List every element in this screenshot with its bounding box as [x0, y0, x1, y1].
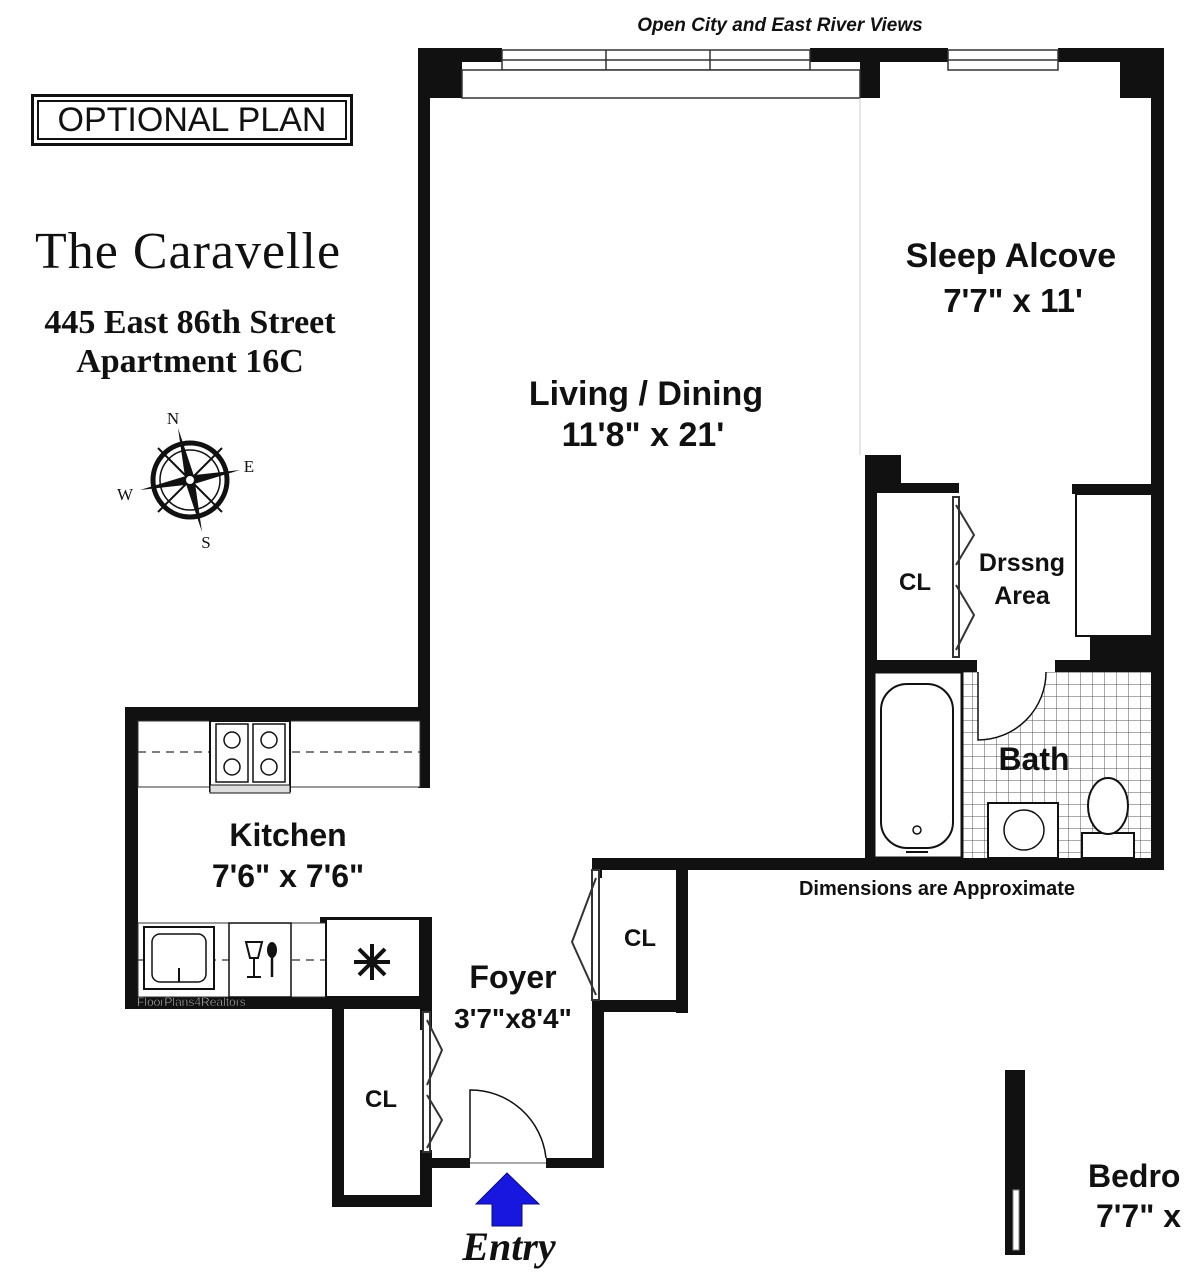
entry-arrow-icon: [474, 1172, 541, 1227]
sink-icon: [987, 802, 1059, 859]
apartment-number: Apartment 16C: [76, 343, 304, 380]
closet-bifold-door: [952, 496, 976, 658]
dressing-area-line2: Area: [994, 582, 1051, 610]
foyer-name: Foyer: [469, 959, 556, 995]
optional-plan-text: OPTIONAL PLAN: [37, 100, 347, 140]
dishwasher-icon: [228, 922, 292, 998]
dimensions-note: Dimensions are Approximate: [799, 878, 1075, 900]
window-left: [501, 49, 811, 71]
sleep-alcove-dims: 7'7" x 11': [943, 282, 1083, 319]
foyer-closet-bifold-door: [570, 869, 600, 1001]
compass-rose-icon: [140, 428, 240, 532]
entry-door-swing: [469, 1089, 547, 1159]
dressing-wardrobe: [1075, 493, 1153, 637]
stove-icon: [209, 720, 291, 794]
living-room-dims: 11'8" x 21': [562, 416, 725, 454]
kitchen-name: Kitchen: [229, 817, 346, 853]
compass-west: W: [117, 485, 134, 504]
bath-label: Bath: [998, 741, 1069, 777]
refrigerator-icon: [325, 918, 421, 998]
compass-south: S: [201, 533, 210, 552]
walls: [125, 48, 1164, 1255]
compass-east: E: [244, 457, 254, 476]
sleep-alcove-name: Sleep Alcove: [906, 237, 1116, 275]
bath-door-swing: [977, 671, 1047, 741]
window-sill-left: [461, 69, 861, 99]
foyer-closet-label: CL: [624, 925, 656, 952]
bedroom-partial-dims: 7'7" x: [1096, 1198, 1181, 1234]
optional-plan-label: OPTIONAL PLAN: [31, 94, 353, 146]
building-address: 445 East 86th Street: [44, 304, 336, 341]
kitchen-dims: 7'6" x 7'6": [212, 858, 364, 894]
bedroom-partial-name: Bedro: [1088, 1158, 1180, 1194]
dressing-closet-label: CL: [899, 569, 931, 596]
toilet-icon: [1081, 777, 1135, 859]
living-room-name: Living / Dining: [529, 375, 763, 413]
watermark: FloorPlans4Realtors: [137, 995, 246, 1009]
building-name: The Caravelle: [35, 223, 341, 280]
entry-label: Entry: [461, 1224, 556, 1269]
entry-closet-label: CL: [365, 1086, 397, 1113]
window-right: [947, 49, 1059, 71]
entry-closet-bifold-door: [422, 1011, 444, 1153]
dressing-area-line1: Drssng: [979, 549, 1065, 577]
compass-north: N: [167, 409, 179, 428]
kitchen-sink-icon: [143, 926, 215, 990]
foyer-dims: 3'7"x8'4": [454, 1003, 572, 1034]
views-caption: Open City and East River Views: [637, 15, 922, 36]
